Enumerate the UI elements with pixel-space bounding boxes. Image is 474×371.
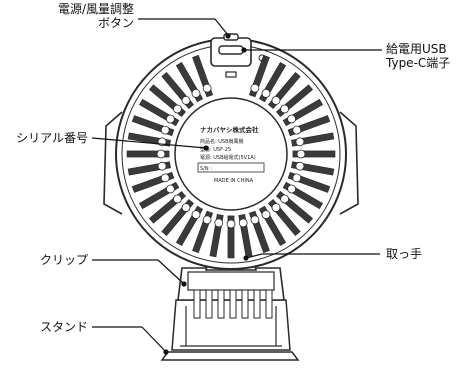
- clip-rib: [265, 289, 273, 319]
- product-sticker: ナカバヤシ株式会社 商品名: USB扇風機 型番: USF-25 電源: USB…: [197, 125, 265, 184]
- grille-bubble: [250, 83, 260, 93]
- grille-bubble: [295, 161, 305, 171]
- grille-bubble: [172, 194, 182, 204]
- grille-bubble: [191, 89, 201, 98]
- grille-bubble: [271, 203, 281, 213]
- clip-ribs: [193, 289, 273, 319]
- sticker-brand: ナカバヤシ株式会社: [200, 125, 259, 134]
- fan-hub: [174, 97, 288, 211]
- grille-bubble: [181, 203, 191, 213]
- grille-bubble: [156, 149, 166, 159]
- grille-bubble: [287, 114, 297, 124]
- label-power-button: 電源/風量調整 ボタン: [57, 2, 134, 30]
- clip: [177, 267, 285, 319]
- sticker-serial: S/N :: [200, 166, 212, 172]
- grille-bubble: [202, 215, 212, 225]
- leader-lines: [91, 18, 382, 355]
- grille-bubble: [261, 89, 271, 98]
- grille-bubble: [226, 219, 236, 229]
- sticker-product-name: 商品名: USB扇風機: [200, 138, 244, 145]
- grille-bubble: [261, 210, 271, 220]
- clip-rib: [217, 289, 225, 319]
- grille-bubble: [280, 194, 290, 204]
- grille-bubble: [214, 218, 224, 228]
- label-clip: クリップ: [39, 253, 88, 267]
- grille-bubble: [157, 161, 167, 171]
- fan-grille: [126, 54, 336, 259]
- clip-rib: [229, 289, 237, 319]
- side-arms: [103, 111, 359, 215]
- grille-bubble: [280, 104, 290, 114]
- grille-bubble: [292, 125, 302, 135]
- grille-bubble: [181, 96, 191, 105]
- label-serial: シリアル番号: [16, 131, 88, 145]
- grille-bubble: [191, 210, 201, 220]
- clip-rib: [241, 289, 249, 319]
- label-usb-port: 給電用USB Type-C端子: [386, 42, 451, 70]
- grille-bubble: [295, 137, 305, 147]
- grille-bubble: [172, 104, 182, 114]
- grille-bubble: [296, 149, 306, 159]
- label-stand: スタンド: [39, 320, 88, 334]
- label-handle: 取っ手: [386, 247, 423, 261]
- grille-bubble: [271, 96, 281, 105]
- top-housing: [210, 33, 266, 78]
- leader-handle: [245, 253, 263, 259]
- grille-bubble: [165, 184, 175, 194]
- leader-serial: [91, 137, 207, 149]
- clip-rib: [205, 289, 213, 319]
- grille-bubble: [202, 83, 212, 93]
- grille-bubble: [292, 173, 302, 183]
- grille-bubble: [250, 215, 260, 225]
- grille-bubble: [160, 125, 170, 135]
- grille-bubble: [165, 114, 175, 124]
- sticker-origin: MADE IN CHINA: [214, 178, 254, 184]
- usb-c-port: [218, 45, 244, 55]
- clip-rib: [253, 289, 261, 319]
- clip-rib: [193, 289, 201, 319]
- grille-bubble: [287, 184, 297, 194]
- grille-bubble: [238, 218, 248, 228]
- sticker-power: 電源: USB給電式(5V1A): [200, 154, 256, 161]
- sticker-model: 型番: USF-25: [200, 146, 231, 153]
- grille-bubble: [160, 173, 170, 183]
